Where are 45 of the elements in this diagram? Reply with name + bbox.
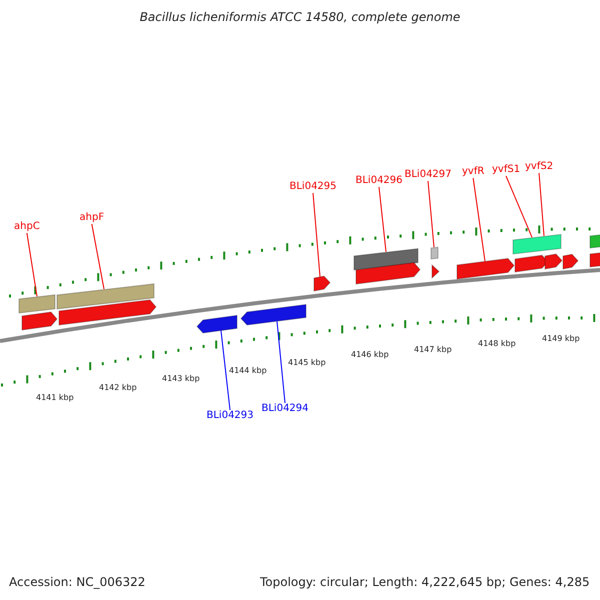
gene-label: BLi04297 [404,170,452,180]
leader-line [312,192,320,278]
gene-label: BLi04294 [262,404,309,414]
footer-text: Accession: NC_006322 [9,576,146,588]
scale-label: 4142 kbp [99,384,137,392]
footer-text: Topology: circular; Length: 4,222,645 bp; Genes: 4,285 [260,576,590,588]
gene-label: yvfR [462,167,484,177]
leader-line [506,176,532,238]
gene-block [240,304,306,326]
gene-block [22,311,58,331]
leader-line [91,224,104,290]
gene-bar [18,294,56,314]
leader-line [26,232,38,297]
scale-label: 4147 kbp [414,346,452,354]
leader-line [378,186,386,252]
scale-label: 4148 kbp [478,340,516,348]
scale-label: 4145 kbp [288,359,326,367]
gene-bar [590,252,600,268]
gene-label: BLi04293 [206,411,254,421]
gene-bar [590,234,600,249]
gene-block [314,276,331,292]
gene-label: ahpC [14,222,40,232]
gene-label: yvfS1 [492,165,520,175]
gene-bar [430,246,438,260]
scale-label: 4144 kbp [229,367,267,375]
leader-line [428,180,434,248]
leader-line [472,178,486,262]
scale-label: 4149 kbp [542,335,580,343]
gene-block [432,264,440,280]
gene-label: ahpF [80,213,104,223]
gene-bar [512,234,562,255]
leader-line [276,320,286,404]
gene-label: BLi04295 [290,182,337,192]
leader-line [220,330,231,410]
gene-label: yvfS2 [525,162,554,172]
leader-line [538,172,544,236]
scale-label: 4146 kbp [351,351,389,359]
gene-block [562,254,579,270]
gene-bar [354,248,418,271]
title: Bacillus licheniformis ATCC 14580, complete genome [138,11,462,23]
gene-block [196,314,238,334]
gene-label: BLi04296 [356,176,403,186]
scale-label: 4143 kbp [162,375,200,383]
gene-block [356,262,421,285]
scale-label: 4141 kbp [36,394,74,402]
